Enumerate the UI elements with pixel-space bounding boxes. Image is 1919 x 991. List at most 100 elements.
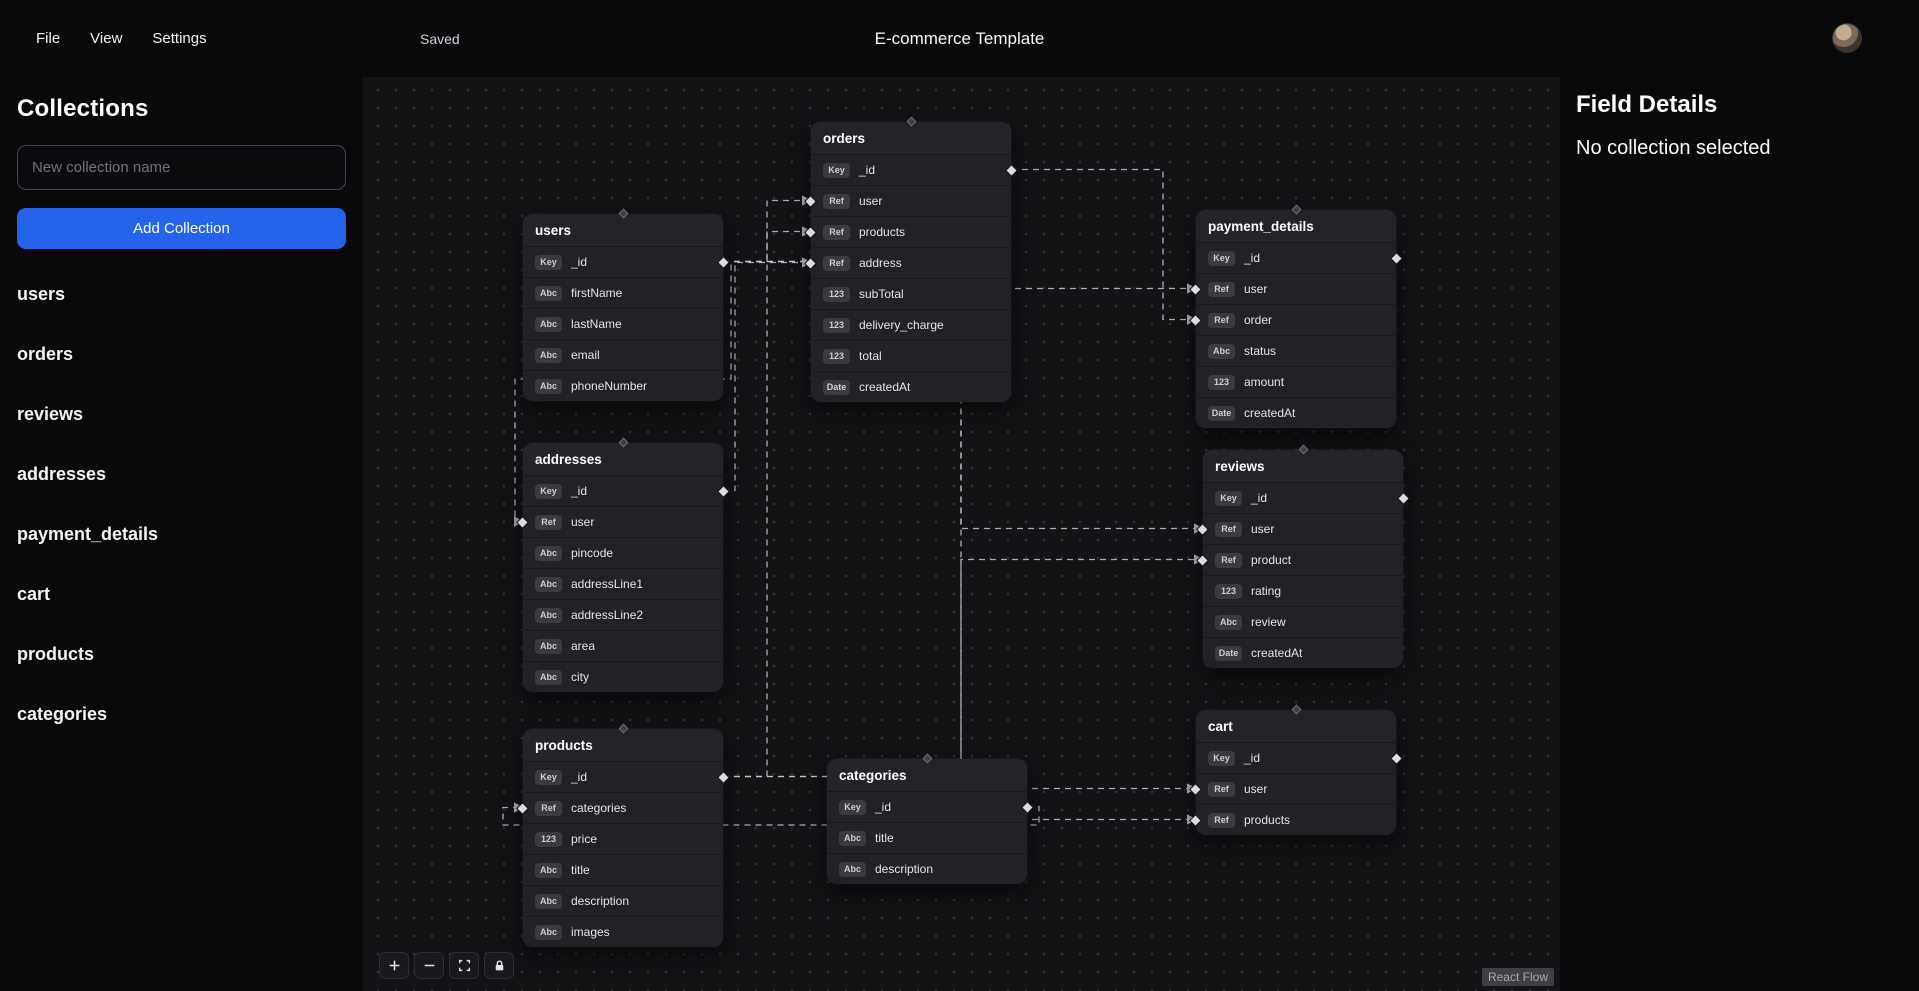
connection-handle-left[interactable] [1190, 284, 1201, 294]
node-title-cart[interactable]: cart [1208, 718, 1233, 734]
collection-item-products[interactable]: products [17, 643, 95, 664]
field-row-users-_id[interactable]: Key_id [523, 246, 729, 277]
connection-handle-right[interactable] [1398, 493, 1409, 503]
collection-item-addresses[interactable]: addresses [17, 463, 107, 484]
node-title-users[interactable]: users [535, 222, 572, 238]
connection-handle-right[interactable] [1391, 253, 1402, 263]
collection-item-reviews[interactable]: reviews [17, 403, 84, 424]
node-title-addresses[interactable]: addresses [535, 451, 602, 467]
collection-item-payment_details[interactable]: payment_details [17, 523, 159, 544]
reactflow-attribution[interactable]: React Flow [1481, 968, 1554, 986]
fit-view-button[interactable] [449, 952, 479, 979]
node-title-reviews[interactable]: reviews [1215, 458, 1265, 474]
zoom-in-button[interactable] [379, 952, 409, 979]
field-row-addresses-_id[interactable]: Key_id [523, 475, 729, 506]
collection-item-categories[interactable]: categories [17, 703, 108, 724]
field-row-products-_id[interactable]: Key_id [523, 761, 729, 792]
connection-handle-left[interactable] [1190, 815, 1201, 825]
field-row-reviews-_id[interactable]: Key_id [1203, 482, 1409, 513]
node-title-orders[interactable]: orders [823, 130, 866, 146]
node-title-payment_details[interactable]: payment_details [1208, 218, 1314, 234]
connection-handle-left[interactable] [805, 196, 816, 206]
connection-handle-right[interactable] [718, 772, 729, 782]
connection-handle-right[interactable] [718, 257, 729, 267]
menu-item-settings[interactable]: Settings [152, 30, 207, 47]
zoom-out-button[interactable] [414, 952, 444, 979]
collection-item-cart[interactable]: cart [17, 583, 51, 604]
field-type-badge: Date [1208, 405, 1235, 421]
connection-handle-right[interactable] [718, 486, 729, 496]
connection-handle-left[interactable] [517, 517, 528, 527]
lock-button[interactable] [484, 952, 514, 979]
menu-item-file[interactable]: File [36, 30, 61, 47]
connection-handle-left[interactable] [1190, 315, 1201, 325]
field-row-cart-_id[interactable]: Key_id [1196, 742, 1402, 773]
connection-handle-right[interactable] [1006, 165, 1017, 175]
connection-handle-left[interactable] [805, 227, 816, 237]
connection-handle-left[interactable] [1190, 784, 1201, 794]
field-row-categories-_id[interactable]: Key_id [827, 791, 1033, 822]
connection-handle-left[interactable] [805, 258, 816, 268]
user-avatar[interactable] [1833, 24, 1861, 52]
connection-handle-left[interactable] [1197, 524, 1208, 534]
menu-item-view[interactable]: View [90, 30, 123, 47]
field-row-orders-_id[interactable]: Key_id [811, 154, 1017, 185]
node-title-categories[interactable]: categories [839, 767, 907, 783]
node-title-products[interactable]: products [535, 737, 593, 753]
collection-item-users[interactable]: users [17, 283, 66, 304]
collection-item-orders[interactable]: orders [17, 343, 74, 364]
connection-handle-left[interactable] [1197, 555, 1208, 565]
new-collection-input[interactable] [17, 145, 346, 190]
field-row-payment_details-_id[interactable]: Key_id [1196, 242, 1402, 273]
connection-handle-right[interactable] [1022, 802, 1033, 812]
connection-handle-right[interactable] [1391, 753, 1402, 763]
connection-handle-left[interactable] [517, 803, 528, 813]
add-collection-button[interactable]: Add Collection [17, 208, 346, 249]
